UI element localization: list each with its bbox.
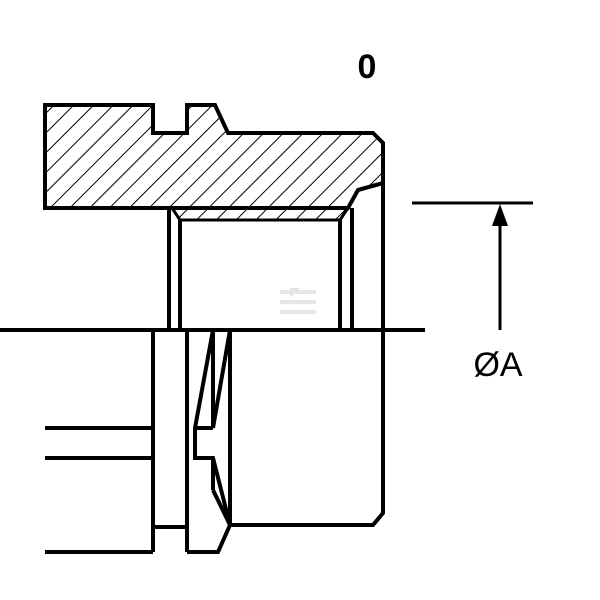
- hatched-section-body: [43, 103, 385, 210]
- bore-hatched-strip: [169, 206, 351, 222]
- lower-outside-view: [45, 328, 385, 554]
- bore-walls-upper: [167, 181, 385, 330]
- dimension-label: ØA: [473, 346, 522, 384]
- dimension-a: [412, 201, 533, 330]
- view-title: 0: [358, 48, 377, 86]
- watermark-logo: [280, 288, 316, 314]
- dimension-arrowhead: [492, 204, 508, 226]
